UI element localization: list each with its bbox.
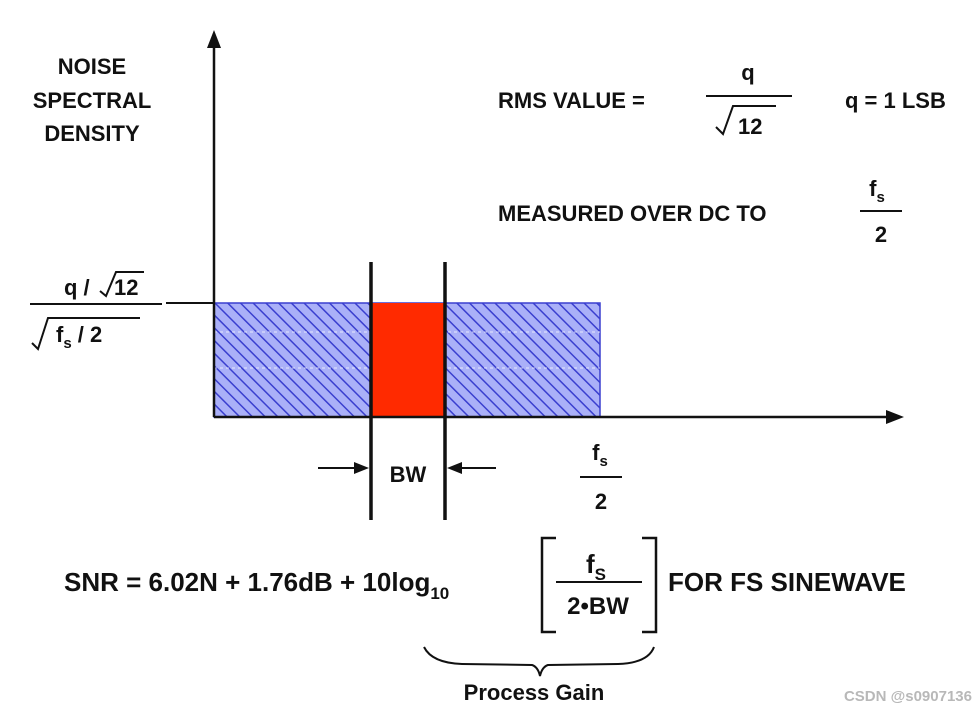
process-gain-label: Process Gain: [464, 680, 605, 705]
y-axis-label-line-2: SPECTRAL: [33, 88, 152, 113]
axis-fs-over-2-numerator: fs: [592, 440, 608, 470]
measured-over-label: MEASURED OVER DC TO: [498, 201, 767, 226]
bw-right-arrowhead: [447, 462, 462, 474]
axis-fs-over-2-denominator: 2: [595, 489, 607, 514]
y-axis-label-line-3: DENSITY: [44, 121, 140, 146]
rms-denominator-radical: [715, 105, 776, 136]
bw-label: BW: [390, 462, 427, 487]
q-definition: q = 1 LSB: [845, 88, 946, 113]
in-band-noise-region: [371, 303, 445, 417]
level-numerator-radicand: 12: [114, 275, 138, 300]
snr-fraction-denominator: 2•BW: [567, 593, 629, 620]
rms-numerator: q: [741, 60, 754, 85]
snr-formula-tail: FOR FS SINEWAVE: [668, 567, 906, 597]
rms-denominator: 12: [738, 114, 762, 139]
level-numerator-q: q /: [64, 275, 90, 300]
level-denominator-text: fs / 2: [56, 322, 102, 352]
x-axis-arrowhead: [886, 410, 904, 424]
measured-denominator: 2: [875, 222, 887, 247]
rms-value-label: RMS VALUE =: [498, 88, 645, 113]
level-numerator-radical: [99, 271, 144, 298]
snr-right-bracket: [642, 536, 658, 634]
snr-fraction-numerator: fS: [586, 549, 606, 584]
process-gain-brace: [423, 646, 655, 677]
y-axis-arrowhead: [207, 30, 221, 48]
level-denominator-radical: [31, 317, 140, 351]
y-axis-label-line-1: NOISE: [58, 54, 126, 79]
measured-fs-numerator: fs: [869, 176, 885, 206]
snr-left-bracket: [540, 536, 556, 634]
snr-formula-lhs: SNR = 6.02N + 1.76dB + 10log10: [64, 567, 449, 603]
watermark: CSDN @s0907136: [844, 688, 972, 705]
bw-left-arrowhead: [354, 462, 369, 474]
